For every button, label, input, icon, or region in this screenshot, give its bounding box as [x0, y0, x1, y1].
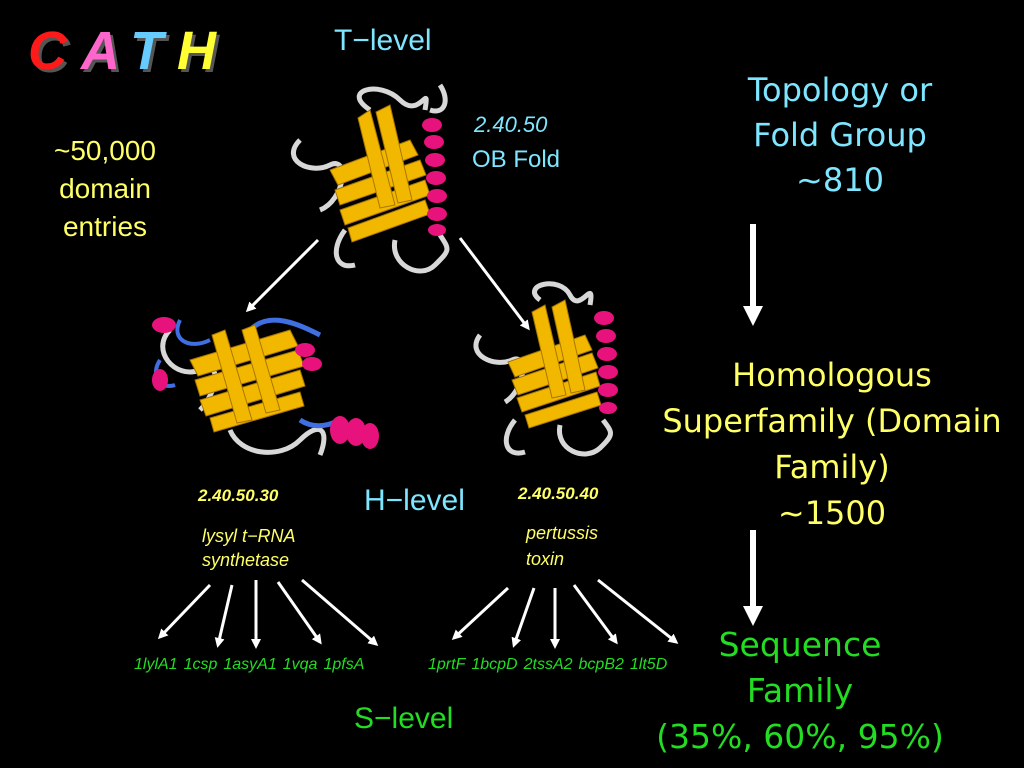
h-level-right-protein-structure [473, 281, 618, 457]
domain-entries-count: ~50,000 domain entries [20, 132, 190, 246]
h-level-left-code: 2.40.50.30 [198, 486, 279, 505]
title-letter-c: C [28, 21, 81, 81]
t-level-protein-structure [291, 83, 450, 274]
s-level-item: 1asyA1 [223, 656, 277, 673]
t-level-fold-name: OB Fold [472, 146, 561, 173]
s-level-item: 1pfsA [323, 656, 365, 673]
s-level-item: 1lylA1 [134, 656, 178, 673]
topology-line: Topology or [747, 71, 933, 109]
s-level-item: 2tssA2 [523, 656, 573, 673]
arrow-h-right-to-s [511, 587, 536, 648]
arrow-t-to-h-left [245, 238, 320, 313]
t-level-cath-code: 2.40.50 [474, 112, 548, 137]
superfamily-line: Family) [774, 448, 890, 486]
arrow-h-left-to-s [276, 581, 322, 645]
arrow-h-right-to-s [597, 578, 679, 644]
h-left-name-line: lysyl t−RNA [202, 526, 296, 546]
entries-line: ~50,000 [54, 135, 156, 166]
title-letter-t: T [130, 21, 177, 81]
topology-line: ~810 [796, 161, 884, 199]
entries-line: domain [59, 173, 151, 204]
entries-line: entries [62, 211, 148, 242]
t-level-label: T−level [334, 24, 432, 57]
arrow-t-to-h-right [458, 237, 530, 331]
h-level-right-name: pertussis toxin [526, 520, 598, 572]
sequence-family: Sequence Family (35%, 60%, 95%) [620, 622, 980, 760]
s-level-item: 1lt5D [629, 656, 668, 673]
homologous-superfamily: Homologous Superfamily (Domain Family) ~… [636, 352, 1024, 536]
h-right-name-line: toxin [526, 549, 565, 569]
s-level-left-items: 1lylA1 1csp 1asyA1 1vqa 1pfsA [134, 656, 370, 674]
topology-line: Fold Group [753, 116, 927, 154]
title-letter-a: A [81, 21, 130, 81]
arrow-h-left-to-s [214, 584, 234, 648]
h-left-name-line: synthetase [202, 550, 290, 570]
sequence-line: Family [746, 671, 854, 710]
h-level-left-protein-structure [152, 317, 379, 456]
h-level-right-code: 2.40.50.40 [518, 484, 599, 503]
arrow-h-left-to-s [157, 583, 212, 640]
h-right-name-line: pertussis [526, 523, 599, 543]
topology-fold-group: Topology or Fold Group ~810 [700, 68, 980, 203]
superfamily-line: Homologous [732, 356, 932, 394]
s-level-item: 1csp [183, 656, 218, 673]
s-level-item: bcpB2 [578, 656, 624, 673]
sequence-line: (35%, 60%, 95%) [656, 717, 944, 756]
s-level-item: 1vqa [282, 656, 318, 673]
s-level-item: 1bcpD [471, 656, 518, 673]
s-level-item: 1prtF [428, 656, 466, 673]
h-level-left-name: lysyl t−RNA synthetase [202, 524, 296, 572]
superfamily-line: Superfamily (Domain [662, 402, 1002, 440]
arrow-h-right-to-s [451, 586, 510, 641]
cath-title: CATH [28, 20, 230, 82]
s-level-label: S−level [354, 702, 454, 735]
arrow-h-right-to-s [572, 584, 618, 645]
superfamily-line: ~1500 [777, 494, 887, 532]
title-letter-h: H [177, 21, 230, 81]
sequence-line: Sequence [718, 625, 882, 664]
h-level-label: H−level [364, 484, 465, 517]
arrow-h-left-to-s [301, 578, 379, 646]
s-level-right-items: 1prtF 1bcpD 2tssA2 bcpB2 1lt5D [428, 656, 673, 674]
